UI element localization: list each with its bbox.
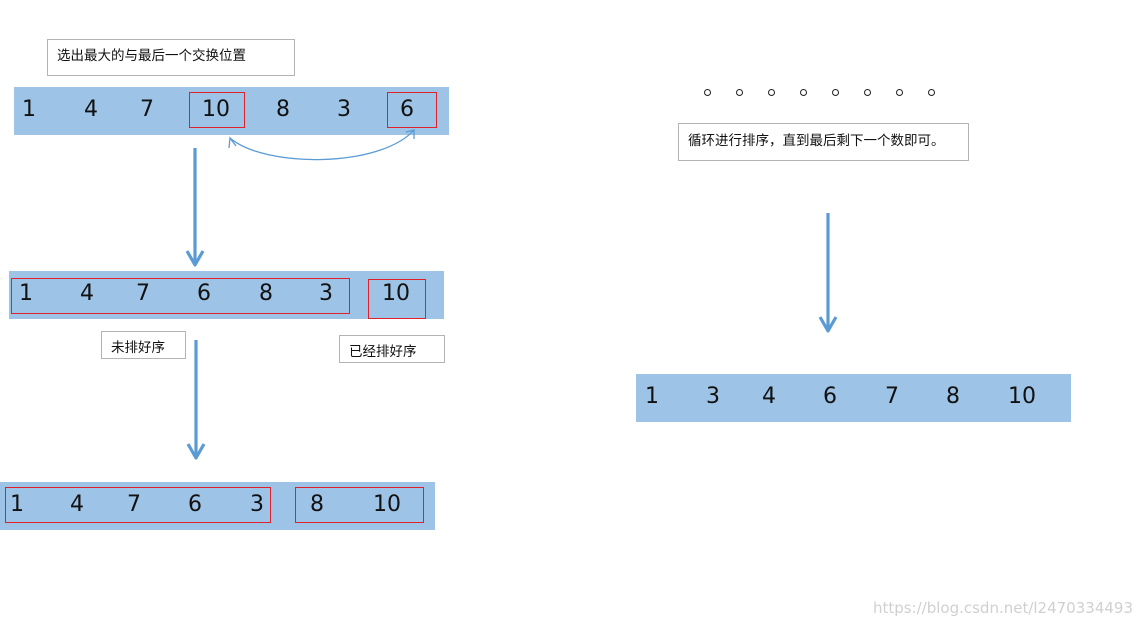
ellipsis-dot xyxy=(928,89,935,96)
row3-cell-3: 6 xyxy=(188,492,202,517)
row2-cell-0: 1 xyxy=(19,281,33,306)
ellipsis-dot xyxy=(768,89,775,96)
row2-cell-2: 7 xyxy=(136,281,150,306)
row1-cell-1: 4 xyxy=(84,97,98,122)
note-unsorted: 未排好序 xyxy=(101,331,186,359)
row1-cell-5: 3 xyxy=(337,97,351,122)
row1-cell-4: 8 xyxy=(276,97,290,122)
ellipsis-dot xyxy=(864,89,871,96)
row1-cell-6: 6 xyxy=(400,97,414,122)
final-cell-0: 1 xyxy=(645,384,659,409)
row2-cell-3: 6 xyxy=(197,281,211,306)
final-cell-2: 4 xyxy=(762,384,776,409)
sorted-region-box xyxy=(368,279,426,319)
row3-cell-6: 10 xyxy=(373,492,401,517)
ellipsis-dot xyxy=(800,89,807,96)
row3-cell-0: 1 xyxy=(10,492,24,517)
down-arrow-1-head xyxy=(185,250,205,267)
final-cell-1: 3 xyxy=(706,384,720,409)
row2-cell-5: 3 xyxy=(319,281,333,306)
final-cell-5: 8 xyxy=(946,384,960,409)
sorted-region-box-2 xyxy=(295,487,424,523)
unsorted-region-box-2 xyxy=(5,487,271,523)
final-sorted-row xyxy=(636,374,1071,422)
swap-curve-head-right xyxy=(405,129,415,139)
row3-cell-2: 7 xyxy=(127,492,141,517)
final-cell-3: 6 xyxy=(823,384,837,409)
note-sorted: 已经排好序 xyxy=(339,335,445,363)
row2-cell-4: 8 xyxy=(259,281,273,306)
note-select-max: 选出最大的与最后一个交换位置 xyxy=(47,39,295,76)
final-cell-6: 10 xyxy=(1008,384,1036,409)
row1-cell-0: 1 xyxy=(22,97,36,122)
swap-curve-head-left xyxy=(228,136,237,149)
note-loop: 循环进行排序，直到最后剩下一个数即可。 xyxy=(678,123,969,161)
row3-cell-1: 4 xyxy=(70,492,84,517)
ellipsis-dot xyxy=(704,89,711,96)
row2-cell-1: 4 xyxy=(80,281,94,306)
highlight-max-box xyxy=(189,92,245,128)
row1-cell-2: 7 xyxy=(140,97,154,122)
down-arrow-2-head xyxy=(186,443,206,460)
row3-cell-4: 3 xyxy=(250,492,264,517)
unsorted-region-box xyxy=(11,278,350,314)
ellipsis-dot xyxy=(896,89,903,96)
swap-curve-arrow xyxy=(229,129,415,161)
row1-cell-3: 10 xyxy=(202,97,230,122)
ellipsis-dot xyxy=(736,89,743,96)
highlight-last-box xyxy=(387,92,437,128)
row2-cell-6: 10 xyxy=(382,281,410,306)
watermark: https://blog.csdn.net/l2470334493 xyxy=(872,599,1133,617)
down-arrow-3-head xyxy=(818,316,838,333)
ellipsis-dot xyxy=(832,89,839,96)
final-cell-4: 7 xyxy=(885,384,899,409)
row3-cell-5: 8 xyxy=(310,492,324,517)
